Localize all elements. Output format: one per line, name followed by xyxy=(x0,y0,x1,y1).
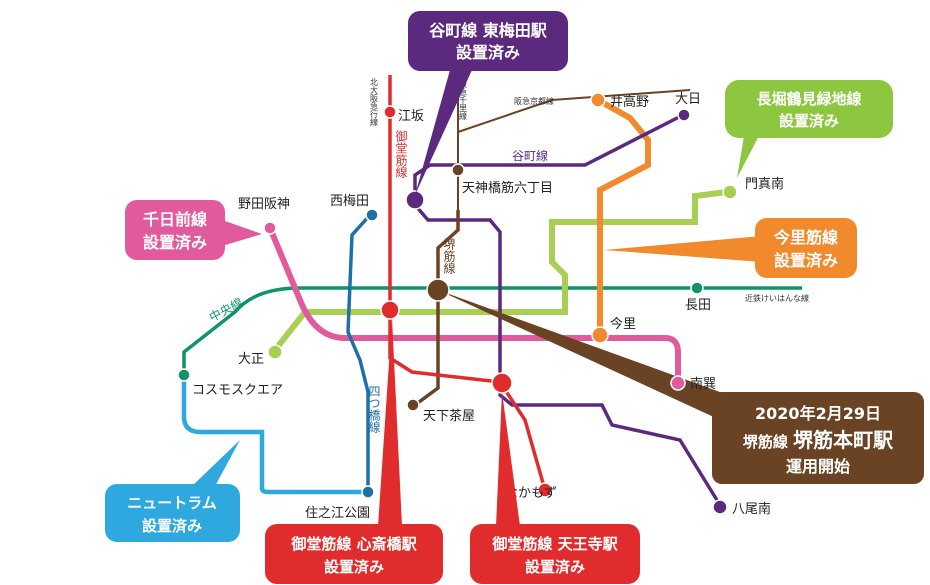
line-label-tanimachi: 谷町線 xyxy=(512,148,548,163)
station-cosmosquare: コスモスクエア xyxy=(192,383,283,398)
yotsubashi-line xyxy=(346,213,372,492)
station-dainichi: 大日 xyxy=(675,92,701,107)
callout-newtram: ニュートラム 設置済み xyxy=(105,440,240,542)
callout-line-name: 堺筋線 xyxy=(743,433,793,451)
callout-tail xyxy=(190,440,240,488)
callout-box xyxy=(725,80,893,138)
callout-line1: 千日前線 xyxy=(143,210,207,229)
station-tenjinbashi: 天神橋筋六丁目 xyxy=(462,180,553,196)
line-label-yotsubashi: 四つ橋線 xyxy=(367,385,381,433)
line-label-sakaisuji: 堺筋線 xyxy=(442,238,456,274)
callout-date: 2020年2月29日 xyxy=(755,404,881,423)
line-label-kintetsu-keihanna: 近鉄けいはんな線 xyxy=(745,293,809,303)
nodahanshin-dot xyxy=(263,221,277,235)
station-dots xyxy=(177,92,738,515)
tengachaya-dot xyxy=(406,398,420,412)
callout-line2: 設置済み xyxy=(525,558,585,576)
callout-line2: 設置済み xyxy=(143,233,207,252)
nakamozu-dot xyxy=(537,482,553,498)
callout-line1: 谷町線 東梅田駅 xyxy=(429,21,548,40)
callout-sakaisuji-honmachi: 2020年2月29日 堺筋線 堺筋本町駅 運用開始 xyxy=(712,392,924,484)
line-label-kita-osaka-kyuko: 北大阪急行線 xyxy=(370,78,379,126)
callout-tail xyxy=(378,318,402,526)
callout-line1: 長堀鶴見緑地線 xyxy=(756,90,861,108)
station-nagata: 長田 xyxy=(685,298,711,313)
dainichi-dot xyxy=(677,108,691,122)
tenjinbashi-dot xyxy=(451,163,465,177)
line-label-hankyu-senri: 阪急千里線 xyxy=(459,80,468,120)
nishiumeda-dot xyxy=(365,208,379,222)
callout-imazatosuji: 今里筋線 設置済み xyxy=(604,218,857,278)
iketakano-dot xyxy=(590,92,606,108)
station-labels: 江坂 西梅田 野田阪神 天神橋筋六丁目 井高野 大日 門真南 長田 今里 南巽 … xyxy=(192,92,784,521)
higashiumeda-dot xyxy=(405,190,425,210)
callout-tail xyxy=(737,130,762,178)
suminoekoen-dot xyxy=(361,485,375,499)
callout-line1: 今里筋線 xyxy=(773,228,838,247)
station-taisho: 大正 xyxy=(238,352,264,367)
callout-box xyxy=(712,392,924,484)
callout-box xyxy=(470,524,640,584)
callout-box xyxy=(125,200,225,260)
callout-station-name: 堺筋本町駅 xyxy=(793,428,893,452)
callout-midosuji-tennoji: 御堂筋線 天王寺駅 設置済み xyxy=(470,392,640,584)
esaka-dot xyxy=(383,105,397,119)
station-yaominami: 八尾南 xyxy=(732,501,771,517)
callout-status: 運用開始 xyxy=(786,457,850,476)
callout-midosuji-shinsaibashi: 御堂筋線 心斎橋駅 設置済み xyxy=(265,318,443,584)
station-esaka: 江坂 xyxy=(398,109,424,124)
callout-line2: 設置済み xyxy=(774,251,838,270)
station-tengachaya: 天下茶屋 xyxy=(423,408,475,424)
callout-line2: 設置済み xyxy=(779,112,839,130)
callout-line1: 御堂筋線 心斎橋駅 xyxy=(290,535,417,553)
sennichimae-line xyxy=(267,226,681,382)
station-iketakano: 井高野 xyxy=(610,94,649,110)
station-minamitatsumi: 南巽 xyxy=(690,376,716,392)
imazatosuji-line xyxy=(596,97,651,335)
shinsaibashi-dot xyxy=(380,300,400,320)
callout-box xyxy=(105,484,240,542)
newtram-line xyxy=(181,375,368,495)
callout-tail xyxy=(415,70,472,195)
station-suminoekoen: 住之江公園 xyxy=(305,506,370,521)
callout-line2: 設置済み xyxy=(324,558,384,576)
station-kadomaminami: 門真南 xyxy=(745,176,784,192)
callout-box xyxy=(265,524,443,584)
callout-sennichimae: 千日前線 設置済み xyxy=(125,200,262,260)
callout-tail xyxy=(222,220,262,246)
station-nakamozu: なかもず xyxy=(505,486,557,501)
minamitatsumi-dot xyxy=(670,375,686,391)
kadomaminami-dot xyxy=(722,184,738,200)
line-label-midosuji: 御堂筋線 xyxy=(394,129,408,178)
callout-tail xyxy=(604,236,762,262)
station-nishiumeda: 西梅田 xyxy=(330,194,369,209)
sakaisuji-line xyxy=(413,210,460,407)
callout-nagahori: 長堀鶴見緑地線 設置済み xyxy=(725,80,893,178)
nagata-dot xyxy=(690,281,704,295)
hankyu-kyoto-track xyxy=(457,89,691,133)
cosmosquare-dot xyxy=(177,368,191,382)
yaominami-dot xyxy=(712,499,728,515)
tennoji-dot xyxy=(491,372,513,394)
sakaisuji-honmachi-dot xyxy=(426,278,450,302)
callout-line1: 御堂筋線 天王寺駅 xyxy=(491,535,618,553)
callout-station: 堺筋線 堺筋本町駅 xyxy=(743,428,893,452)
callout-line1: ニュートラム xyxy=(127,494,217,512)
callout-box xyxy=(408,11,568,71)
taisho-dot xyxy=(267,344,283,360)
sakaisuji-honmachi-pointer xyxy=(438,290,742,430)
callout-tail xyxy=(496,392,520,526)
callout-line2: 設置済み xyxy=(456,43,520,62)
line-label-hankyu-kyoto: 阪急京都線 xyxy=(514,96,554,106)
callout-tanimachi-higashiumeda: 谷町線 東梅田駅 設置済み xyxy=(408,11,568,195)
callout-box xyxy=(755,218,857,278)
station-nodahanshin: 野田阪神 xyxy=(238,197,290,212)
imazato-dot xyxy=(591,326,609,344)
other-railway-lines xyxy=(457,89,691,210)
callout-line2: 設置済み xyxy=(142,517,202,535)
station-imazato: 今里 xyxy=(610,316,636,332)
midosuji-line xyxy=(388,75,547,491)
